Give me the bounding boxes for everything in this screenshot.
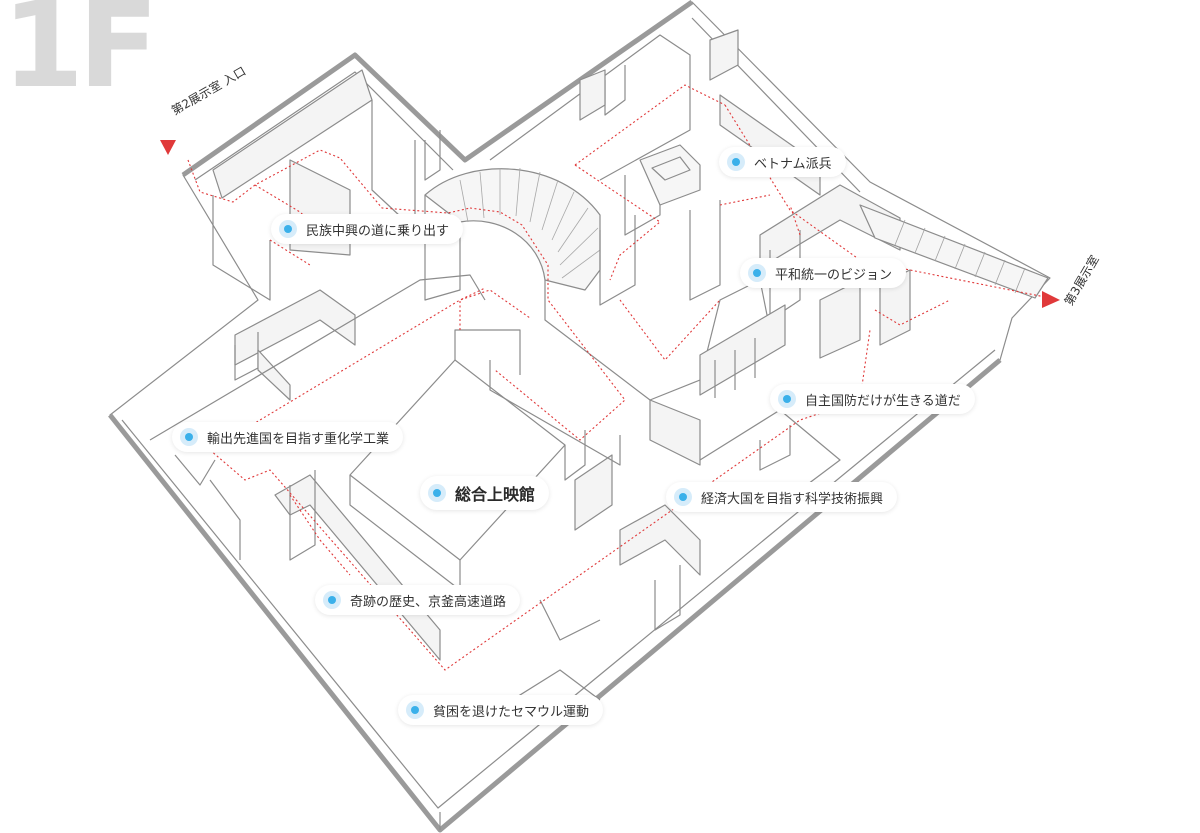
exit-arrow-hall2: [160, 140, 176, 155]
zone-marker-vietnam[interactable]: ベトナム派兵: [719, 147, 846, 177]
floor-label: 1F: [2, 0, 159, 114]
location-dot-icon: [279, 220, 297, 238]
zone-label: 平和統一のビジョン: [775, 267, 893, 283]
zone-label: 総合上映館: [455, 485, 536, 504]
zone-marker-sogo[interactable]: 総合上映館: [420, 476, 550, 510]
zone-label: 奇跡の歴史、京釜高速道路: [350, 594, 507, 610]
location-dot-icon: [778, 390, 796, 408]
zone-marker-minzoku[interactable]: 民族中興の道に乗り出す: [271, 214, 464, 244]
zone-marker-heiwa[interactable]: 平和統一のビジョン: [740, 258, 907, 288]
zone-marker-yushutsu[interactable]: 輸出先進国を目指す重化学工業: [172, 422, 404, 452]
exit-arrow-hall3: [1042, 291, 1060, 308]
location-dot-icon: [428, 484, 446, 502]
zone-label: 貧困を退けたセマウル運動: [433, 704, 590, 720]
zone-marker-kiseki[interactable]: 奇跡の歴史、京釜高速道路: [315, 585, 521, 615]
zone-label: ベトナム派兵: [754, 156, 832, 172]
exit-arrows: [160, 140, 1060, 308]
location-dot-icon: [180, 428, 198, 446]
zone-marker-hinkon[interactable]: 貧困を退けたセマウル運動: [398, 695, 604, 725]
location-dot-icon: [727, 153, 745, 171]
location-dot-icon: [748, 264, 766, 282]
outer-wall-thickness: [181, 0, 694, 178]
zone-label: 民族中興の道に乗り出す: [306, 223, 450, 239]
right-staircase: [859, 204, 1049, 299]
zone-marker-keizai[interactable]: 経済大国を目指す科学技術振興: [666, 482, 898, 512]
location-dot-icon: [406, 701, 424, 719]
zone-label: 輸出先進国を目指す重化学工業: [207, 431, 390, 447]
visitor-route: [187, 84, 1051, 671]
zone-marker-jishu[interactable]: 自主国防だけが生きる道だ: [770, 384, 975, 414]
wall-lower-center: [619, 504, 701, 576]
zone-label: 自主国防だけが生きる道だ: [805, 393, 961, 409]
zone-label: 経済大国を目指す科学技術振興: [701, 491, 884, 507]
location-dot-icon: [674, 488, 692, 506]
location-dot-icon: [323, 591, 341, 609]
